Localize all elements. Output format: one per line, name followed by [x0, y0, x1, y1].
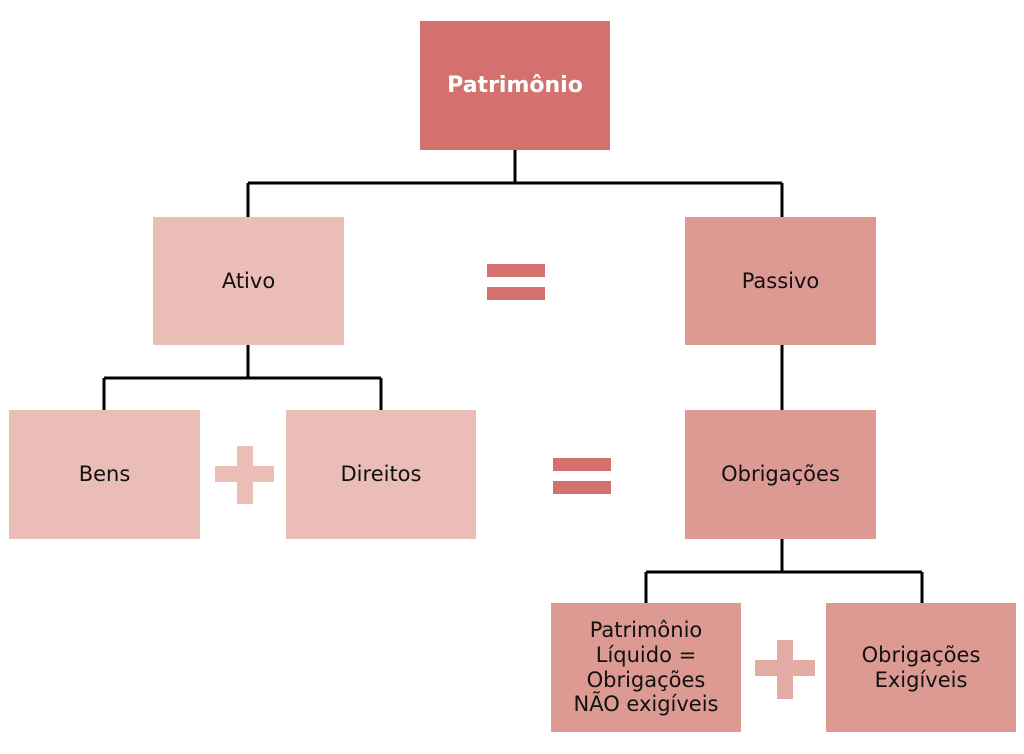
obrigacoes-exigiveis-node: Obrigações Exigíveis	[826, 603, 1016, 732]
equals-bottom-bar	[553, 481, 611, 494]
patrimonio-label: Patrimônio	[447, 72, 583, 98]
equals-top-bar	[487, 264, 545, 277]
direitos-node: Direitos	[286, 410, 476, 539]
plus-vertical-bar	[777, 640, 793, 699]
obrigacoes-exigiveis-line-2: Exigíveis	[874, 667, 968, 692]
obrigacoes-node: Obrigações	[685, 410, 876, 539]
equals-bottom-bar	[487, 287, 545, 300]
ativo-node: Ativo	[153, 217, 344, 345]
patrimonio-liquido-line-3: Obrigações	[586, 667, 706, 692]
patrimonio-liquido-text: Patrimônio Líquido = Obrigações NÃO exig…	[573, 618, 718, 716]
plus-vertical-bar	[237, 446, 253, 504]
patrimonio-liquido-node: Patrimônio Líquido = Obrigações NÃO exig…	[551, 603, 741, 732]
obrigacoes-exigiveis-text: Obrigações Exigíveis	[862, 643, 981, 692]
direitos-label: Direitos	[340, 462, 422, 487]
bens-label: Bens	[78, 462, 131, 487]
bens-node: Bens	[9, 410, 200, 539]
passivo-node: Passivo	[685, 217, 876, 345]
passivo-label: Passivo	[741, 268, 820, 293]
patrimonio-liquido-line-2: Líquido =	[595, 642, 697, 667]
patrimonio-liquido-line-4: NÃO exigíveis	[573, 692, 719, 717]
obrigacoes-exigiveis-line-1: Obrigações	[861, 642, 981, 667]
patrimonio-liquido-line-1: Patrimônio	[589, 618, 703, 643]
equals-top-bar	[553, 458, 611, 471]
obrigacoes-label: Obrigações	[721, 462, 840, 487]
patrimonio-node: Patrimônio	[420, 21, 610, 150]
ativo-label: Ativo	[221, 268, 276, 293]
